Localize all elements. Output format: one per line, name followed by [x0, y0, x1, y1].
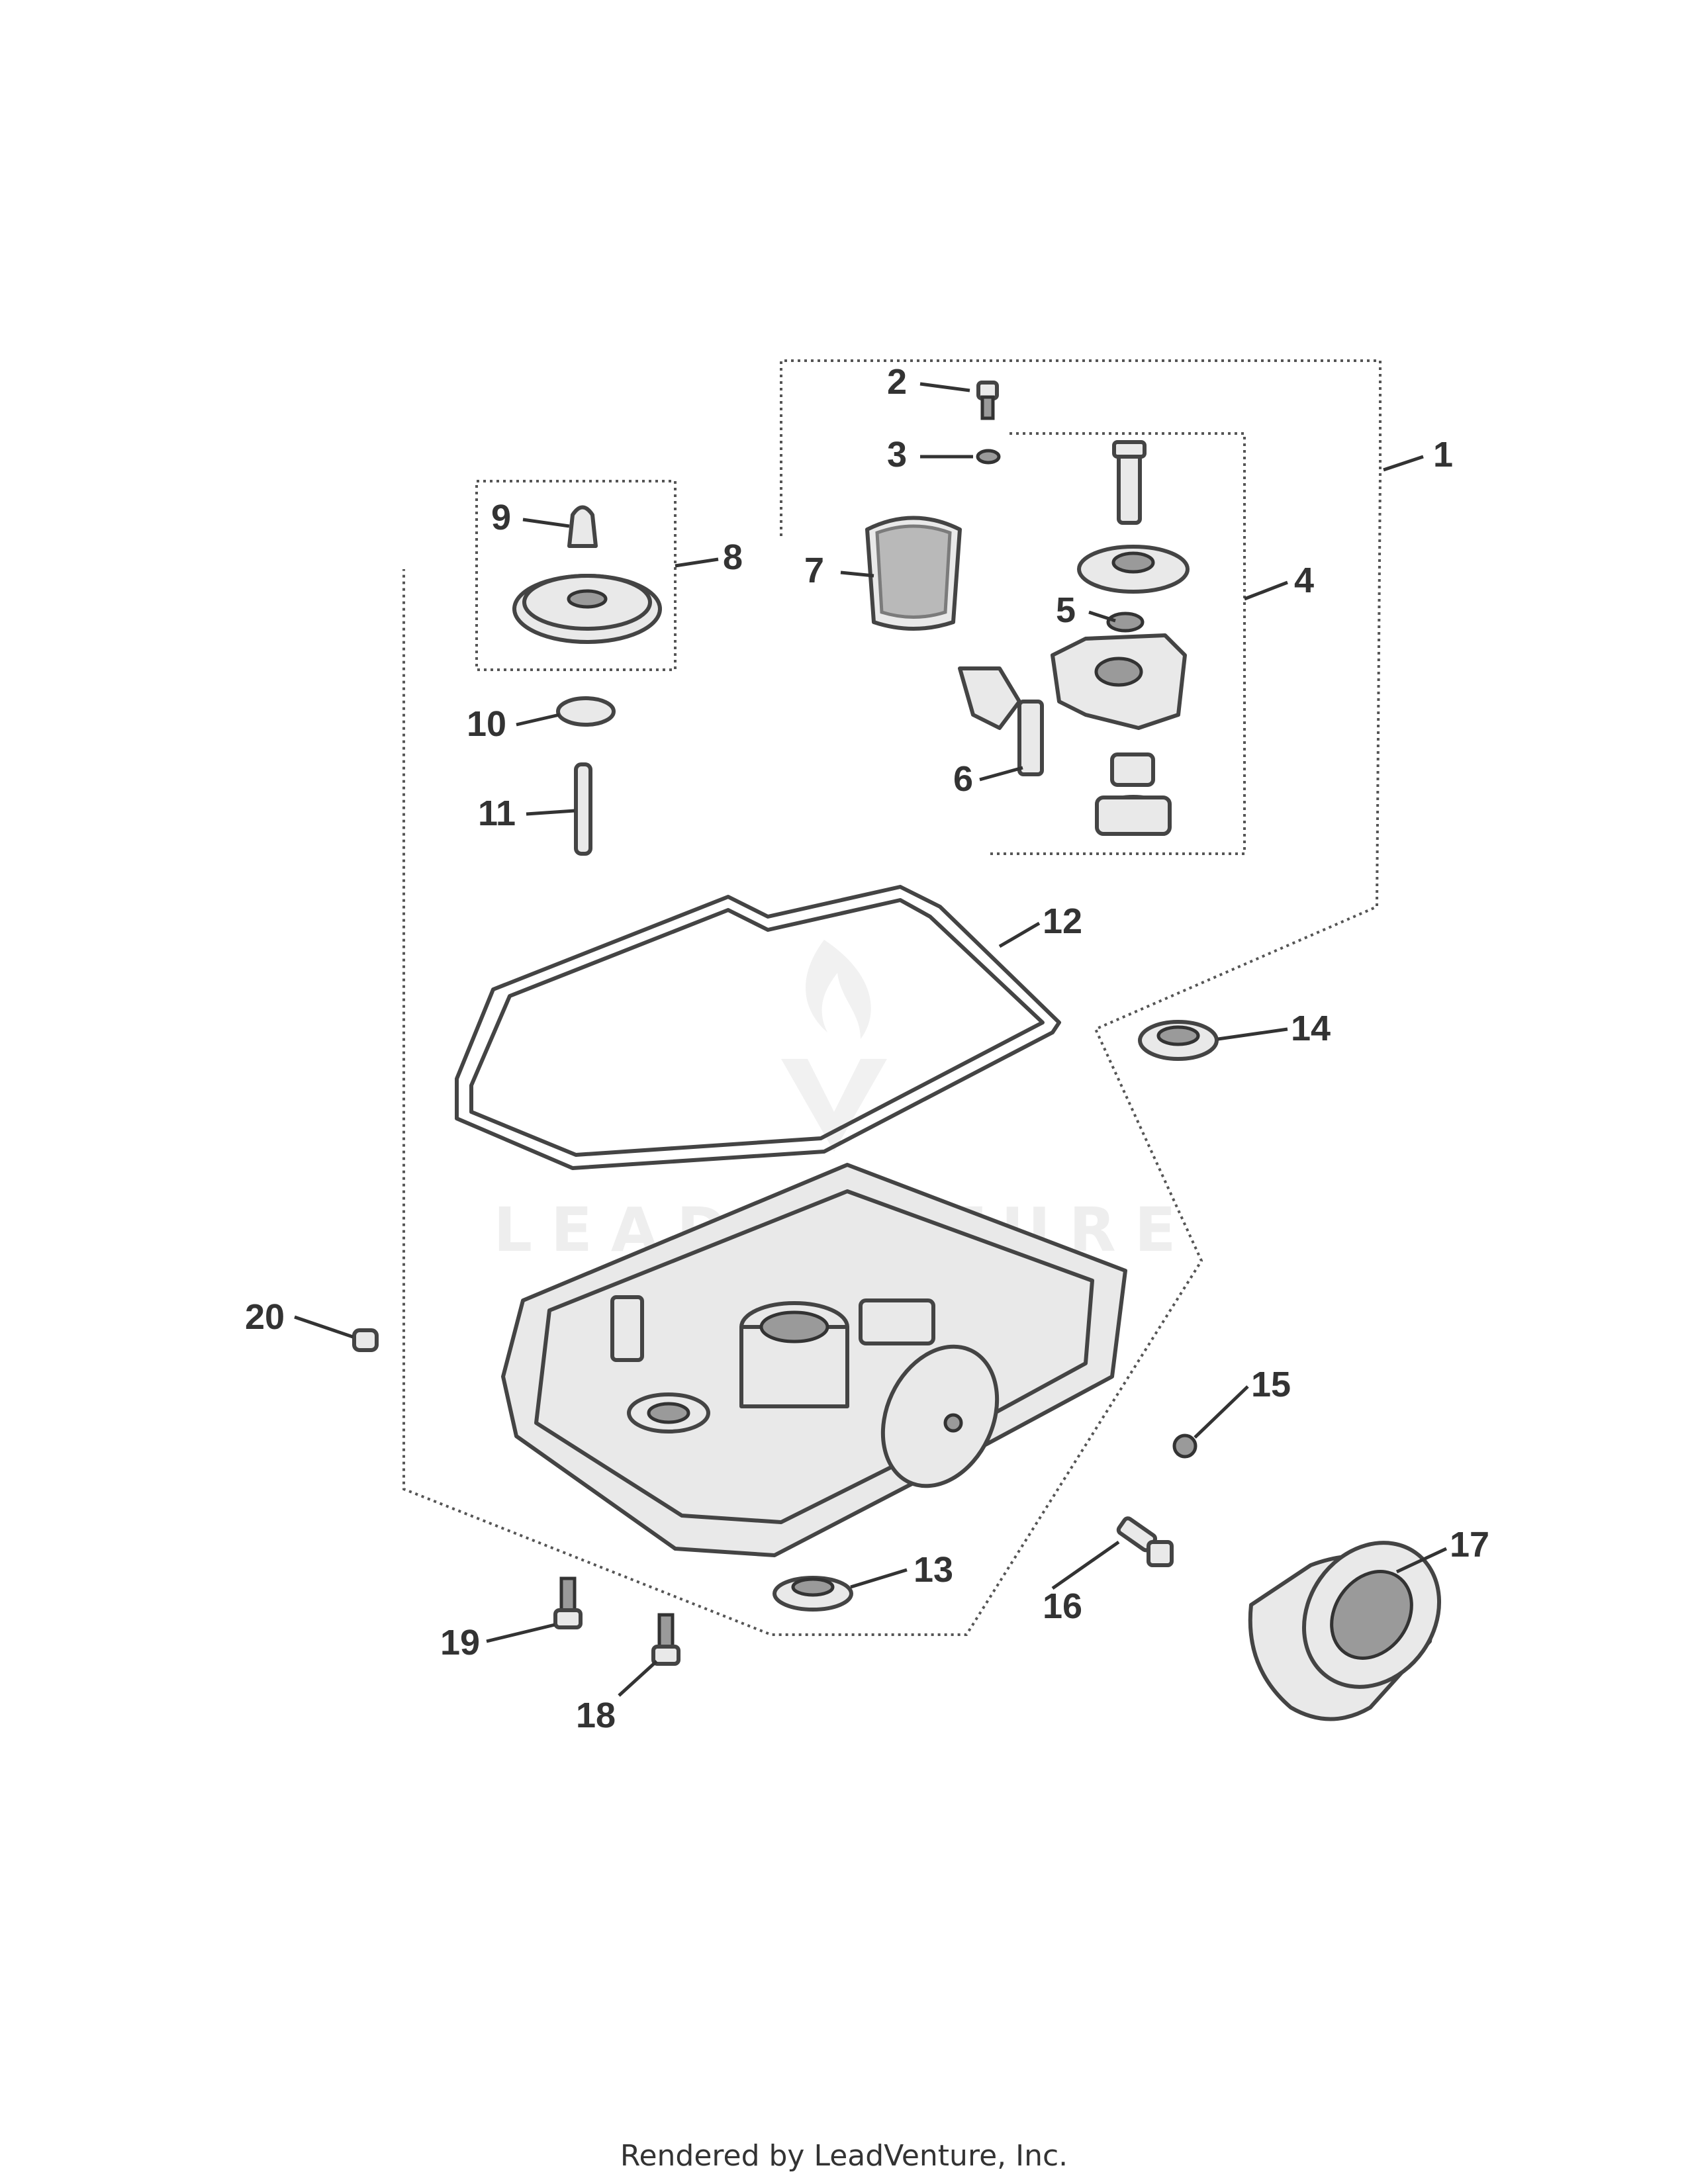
part-13-seal	[773, 1576, 853, 1612]
flame-logo-icon	[806, 940, 871, 1039]
v-logo-icon	[781, 1059, 887, 1152]
callout-12: 12	[1043, 901, 1082, 941]
callout-16: 16	[1043, 1586, 1082, 1626]
part-12-gasket	[455, 885, 1061, 1170]
footer-credit: Rendered by LeadVenture, Inc.	[620, 2139, 1068, 2173]
callout-5: 5	[1056, 590, 1076, 630]
callout-18: 18	[576, 1696, 616, 1735]
callout-15: 15	[1251, 1365, 1291, 1404]
leader-lines	[294, 382, 1448, 1697]
part-11-shaft	[574, 762, 592, 856]
part-5-washer	[1106, 612, 1145, 633]
part-7-oil-screen	[865, 516, 962, 631]
callout-3: 3	[887, 435, 907, 475]
part-4-oil-pump	[958, 440, 1190, 836]
part-12-gasket-inner	[469, 898, 1045, 1157]
callout-labels: 1 2 3 4 5 6 7 8 9 10 11 12 13 14 15 16 1…	[245, 362, 1489, 1735]
part-15-plug	[1172, 1433, 1197, 1459]
part-19-bolt	[553, 1576, 583, 1629]
callout-4: 4	[1294, 561, 1314, 600]
part-16-drain-valve	[1116, 1516, 1174, 1567]
part-20-plug	[352, 1328, 379, 1352]
gear-assembly-8-outline	[475, 480, 677, 671]
part-17-oil-filter	[1248, 1541, 1442, 1721]
callout-9: 9	[491, 498, 511, 537]
callout-20: 20	[245, 1297, 285, 1337]
callout-10: 10	[467, 704, 506, 744]
callout-11: 11	[478, 794, 516, 833]
callout-17: 17	[1450, 1525, 1489, 1565]
callout-2: 2	[887, 362, 907, 402]
part-2-bolt	[976, 381, 999, 420]
part-10-washer	[556, 696, 616, 727]
callout-19: 19	[440, 1623, 480, 1662]
callout-1: 1	[1433, 435, 1453, 475]
callout-14: 14	[1291, 1009, 1331, 1048]
part-8-gear	[512, 574, 662, 644]
callout-8: 8	[723, 537, 743, 577]
callout-7: 7	[804, 551, 824, 590]
crankcase-cover	[501, 1163, 1127, 1557]
part-9-pin	[567, 505, 598, 548]
part-14-seal	[1138, 1020, 1219, 1061]
callout-6: 6	[953, 759, 973, 799]
part-3-washer	[976, 449, 1001, 465]
oil-pump-4-outline	[986, 432, 1246, 855]
callout-13: 13	[914, 1550, 953, 1590]
part-18-bolt	[651, 1613, 680, 1666]
